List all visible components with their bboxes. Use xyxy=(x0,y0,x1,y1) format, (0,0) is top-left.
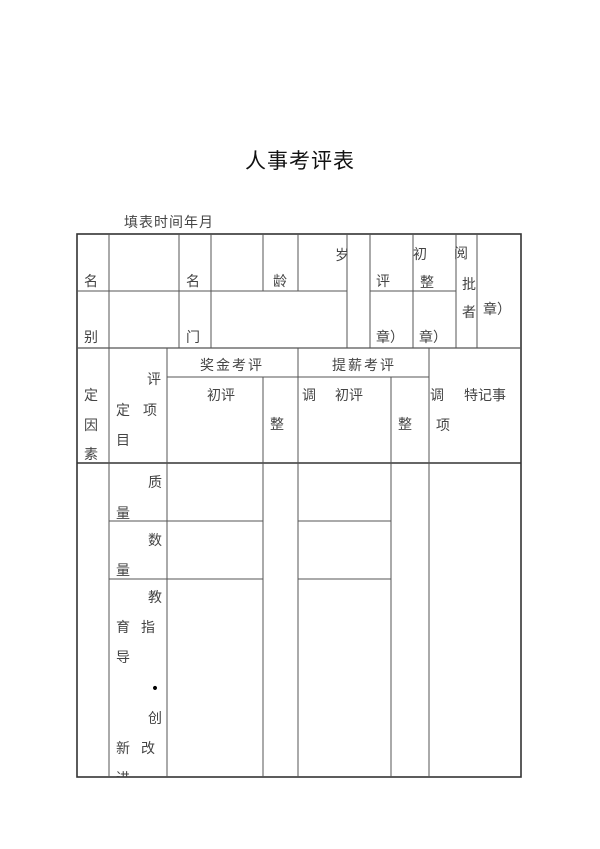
bonus-adjust: 整 xyxy=(270,417,284,433)
age-label: 龄 xyxy=(273,274,287,290)
raise-eval-header: 提薪考评 xyxy=(332,358,396,374)
raise-diao: 调 xyxy=(302,388,316,404)
education-char: 导 xyxy=(116,650,130,666)
raise-first-eval: 初评 xyxy=(335,388,363,404)
first-eval-label: 评 xyxy=(376,274,390,290)
item-char: 定 xyxy=(116,403,130,419)
approver-label: 者 xyxy=(462,305,476,321)
bonus-first-eval: 初评 xyxy=(207,388,235,404)
education-char: 育 xyxy=(116,620,130,636)
approver-seal: 章） xyxy=(483,302,511,318)
first-eval-seal: 章） xyxy=(376,330,404,346)
adjust-chu-label: 初 xyxy=(413,247,427,263)
factor-char: 因 xyxy=(84,418,98,434)
approve-label: 批 xyxy=(462,277,476,293)
department-label: 门 xyxy=(186,330,200,346)
quality-char: 质 xyxy=(148,475,162,491)
raise-adjust: 整 xyxy=(398,417,412,433)
item-char: 评 xyxy=(147,372,161,388)
education-char: 教 xyxy=(148,590,162,606)
adjust-label: 整 xyxy=(420,275,434,291)
age-unit: 岁 xyxy=(335,248,349,264)
innovation-char: 进 xyxy=(116,772,130,777)
quality-char: 量 xyxy=(116,506,130,522)
item-char: 项 xyxy=(143,403,157,419)
education-char: 指 xyxy=(141,620,155,636)
notes-diao: 调 xyxy=(430,388,444,404)
innovation-char: 创 xyxy=(148,711,162,727)
adjust-seal: 章） xyxy=(419,330,447,346)
factor-char: 素 xyxy=(84,447,98,463)
innovation-char: 改 xyxy=(141,741,155,757)
item-char: 目 xyxy=(116,433,130,449)
innovation-char: 新 xyxy=(116,741,130,757)
factor-char: 定 xyxy=(84,388,98,404)
name-label: 名 xyxy=(84,274,98,290)
bonus-eval-header: 奖金考评 xyxy=(200,358,264,374)
fill-time-label: 填表时间年月 xyxy=(124,215,214,231)
bullet: • xyxy=(150,681,160,697)
review-label: 阅 xyxy=(454,246,468,262)
name2-label: 名 xyxy=(186,274,200,290)
special-notes-header: 特记事 xyxy=(464,388,506,404)
gender-label: 别 xyxy=(84,330,98,346)
quantity-char: 量 xyxy=(116,563,130,579)
notes-item: 项 xyxy=(436,418,450,434)
page-title: 人事考评表 xyxy=(245,149,355,173)
quantity-char: 数 xyxy=(148,533,162,549)
